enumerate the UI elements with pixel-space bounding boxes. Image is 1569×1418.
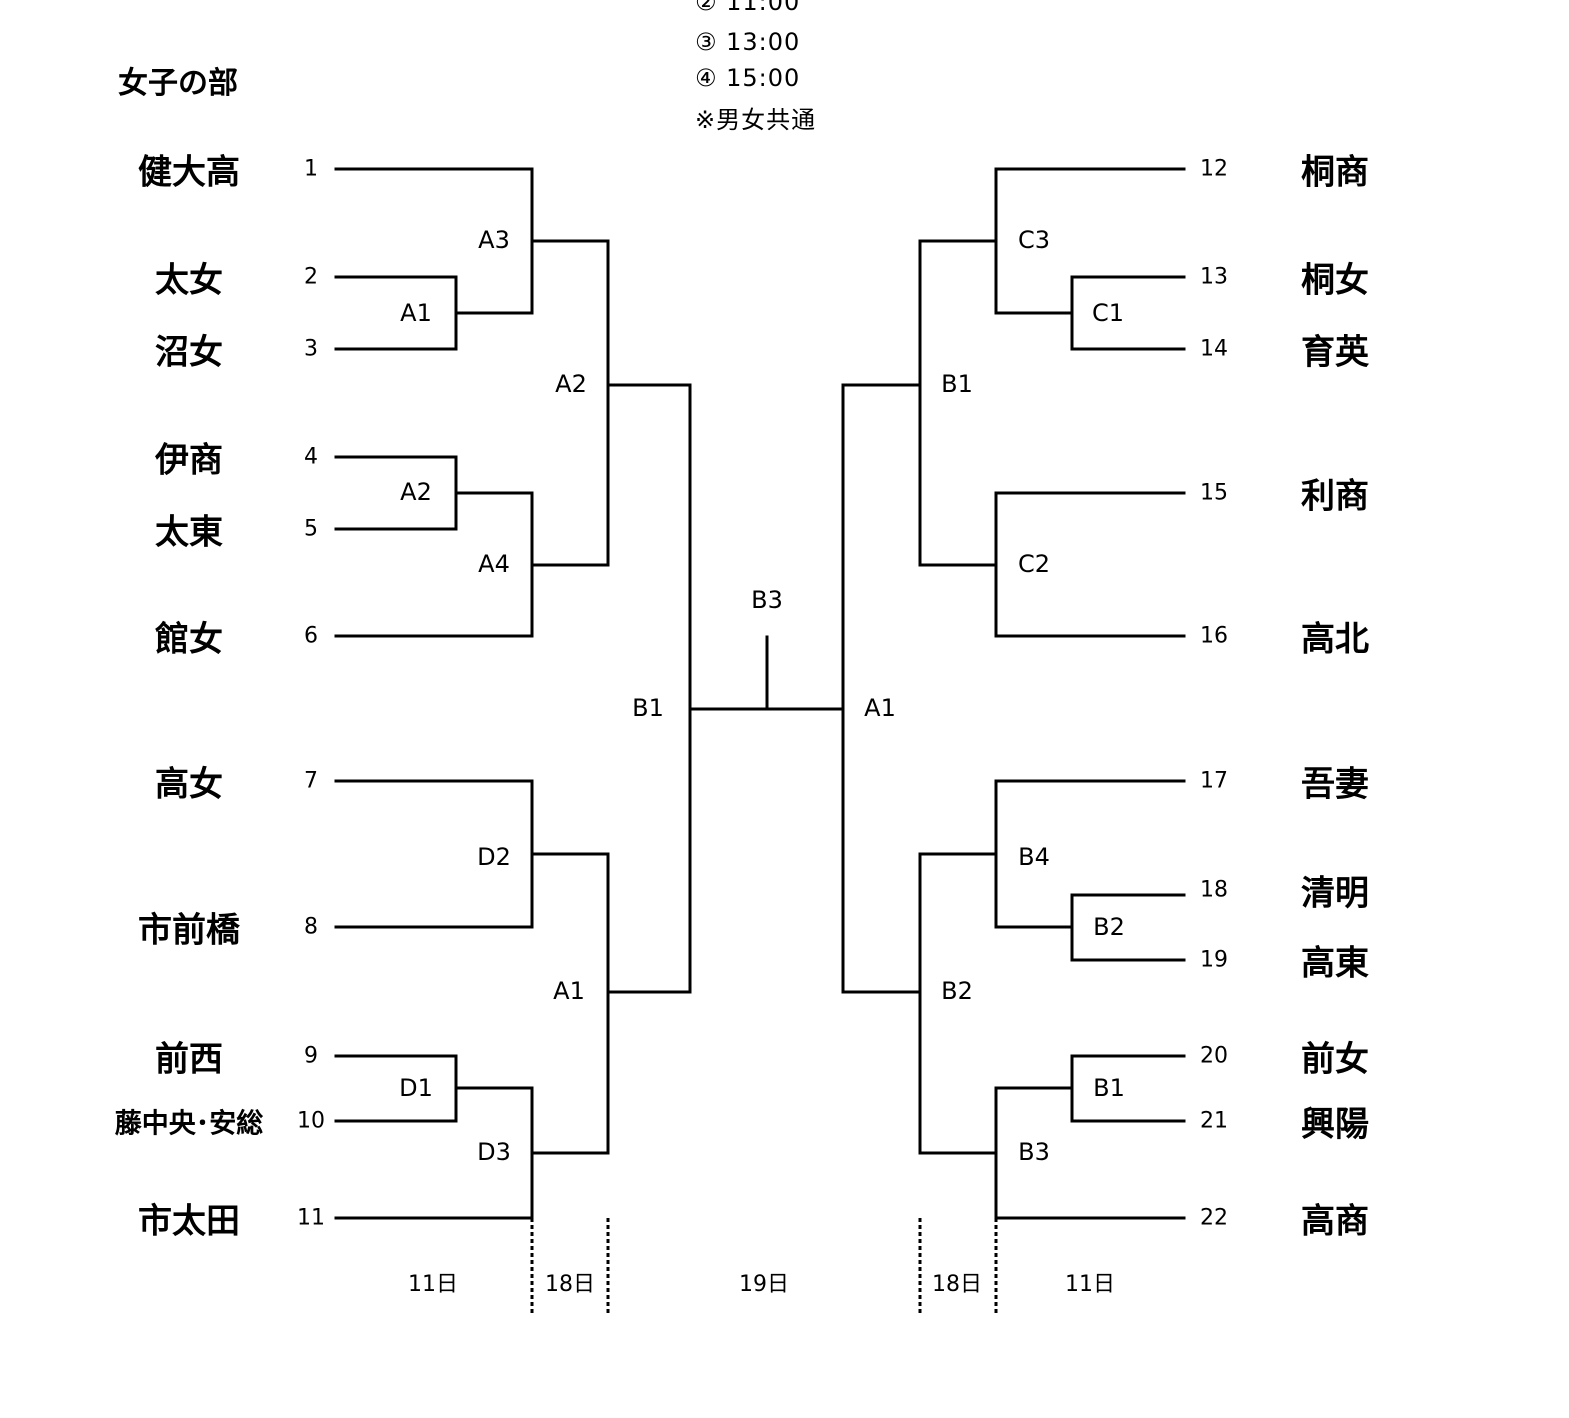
team-number: 21	[1200, 1108, 1228, 1134]
day-label: 19日	[739, 1272, 789, 1297]
team-number: 22	[1200, 1205, 1228, 1231]
bracket-line	[1070, 1054, 1186, 1123]
team-number: 16	[1200, 623, 1228, 649]
match-label: A1	[553, 977, 585, 1005]
schedule-line-2: ③ 13:00	[695, 28, 801, 56]
team-number: 11	[297, 1205, 325, 1231]
bracket-line	[918, 239, 998, 567]
team-name: 伊商	[155, 440, 223, 481]
match-label: A2	[400, 478, 432, 506]
match-label: C3	[1017, 226, 1051, 254]
team-name: 高商	[1301, 1201, 1369, 1242]
team-name: 高北	[1301, 619, 1369, 660]
team-name: 館女	[155, 619, 223, 660]
team-name: 清明	[1301, 873, 1369, 914]
team-number: 14	[1200, 336, 1228, 362]
bracket-line	[1070, 275, 1186, 351]
team-name: 育英	[1301, 332, 1369, 373]
bracket-line	[841, 383, 922, 994]
match-label: A4	[478, 550, 510, 578]
bracket-line	[530, 852, 610, 1155]
team-number: 5	[304, 516, 318, 542]
bracket-line	[334, 1054, 458, 1123]
schedule-line-3: ④ 15:00	[695, 64, 801, 92]
team-name: 太東	[155, 512, 223, 553]
bracket-line	[530, 239, 610, 567]
team-name: 前西	[155, 1039, 223, 1080]
team-name: 吾妻	[1301, 764, 1369, 805]
team-number: 9	[304, 1043, 318, 1069]
match-label: B4	[1018, 843, 1050, 871]
team-name: 利商	[1301, 476, 1369, 517]
team-number: 6	[304, 623, 318, 649]
bracket-line	[918, 852, 998, 1155]
match-label: B1	[1093, 1074, 1125, 1102]
team-name: 藤中央･安総	[114, 1108, 264, 1140]
team-number: 19	[1200, 947, 1228, 973]
schedule-line-1: ② 11:00	[695, 0, 801, 16]
match-label: D3	[477, 1138, 511, 1166]
day-label: 18日	[545, 1272, 595, 1297]
match-label: C2	[1017, 550, 1051, 578]
team-name: 市前橋	[138, 910, 240, 951]
team-number: 2	[304, 264, 318, 290]
match-label: B1	[632, 694, 664, 722]
team-name: 高女	[155, 764, 223, 805]
bracket-line	[606, 383, 692, 994]
team-number: 17	[1200, 768, 1228, 794]
team-number: 10	[297, 1108, 325, 1134]
team-name: 沼女	[155, 332, 223, 373]
team-number: 20	[1200, 1043, 1228, 1069]
team-number: 15	[1200, 480, 1228, 506]
bracket-line	[334, 275, 458, 351]
team-number: 3	[304, 336, 318, 362]
bracket-line	[1070, 893, 1186, 962]
team-number: 12	[1200, 156, 1228, 182]
team-name: 太女	[155, 260, 223, 301]
team-name: 市太田	[138, 1201, 240, 1242]
team-number: 18	[1200, 877, 1228, 903]
bracket-line	[334, 455, 458, 531]
match-label: B2	[1093, 913, 1125, 941]
team-name: 高東	[1301, 943, 1369, 984]
team-number: 1	[304, 156, 318, 182]
day-label: 11日	[408, 1272, 458, 1297]
match-label: A2	[555, 370, 587, 398]
match-label: D1	[399, 1074, 433, 1102]
team-name: 前女	[1301, 1039, 1369, 1080]
match-label: A1	[400, 299, 432, 327]
team-number: 7	[304, 768, 318, 794]
team-number: 8	[304, 914, 318, 940]
team-name: 桐商	[1301, 152, 1369, 193]
team-name: 健大高	[138, 152, 240, 193]
match-label: A3	[478, 226, 510, 254]
page-title: 女子の部	[118, 66, 238, 101]
match-label: B3	[1018, 1138, 1050, 1166]
match-label: B2	[941, 977, 973, 1005]
match-label: A1	[864, 694, 896, 722]
match-label: C1	[1091, 299, 1125, 327]
schedule-note: ※男女共通	[695, 106, 817, 134]
team-name: 桐女	[1301, 260, 1369, 301]
team-number: 4	[304, 444, 318, 470]
match-label: D2	[477, 843, 511, 871]
team-name: 興陽	[1301, 1104, 1369, 1145]
day-label: 11日	[1065, 1272, 1115, 1297]
day-label: 18日	[932, 1272, 982, 1297]
team-number: 13	[1200, 264, 1228, 290]
match-label: B1	[941, 370, 973, 398]
final-match-label: B3	[751, 586, 783, 614]
